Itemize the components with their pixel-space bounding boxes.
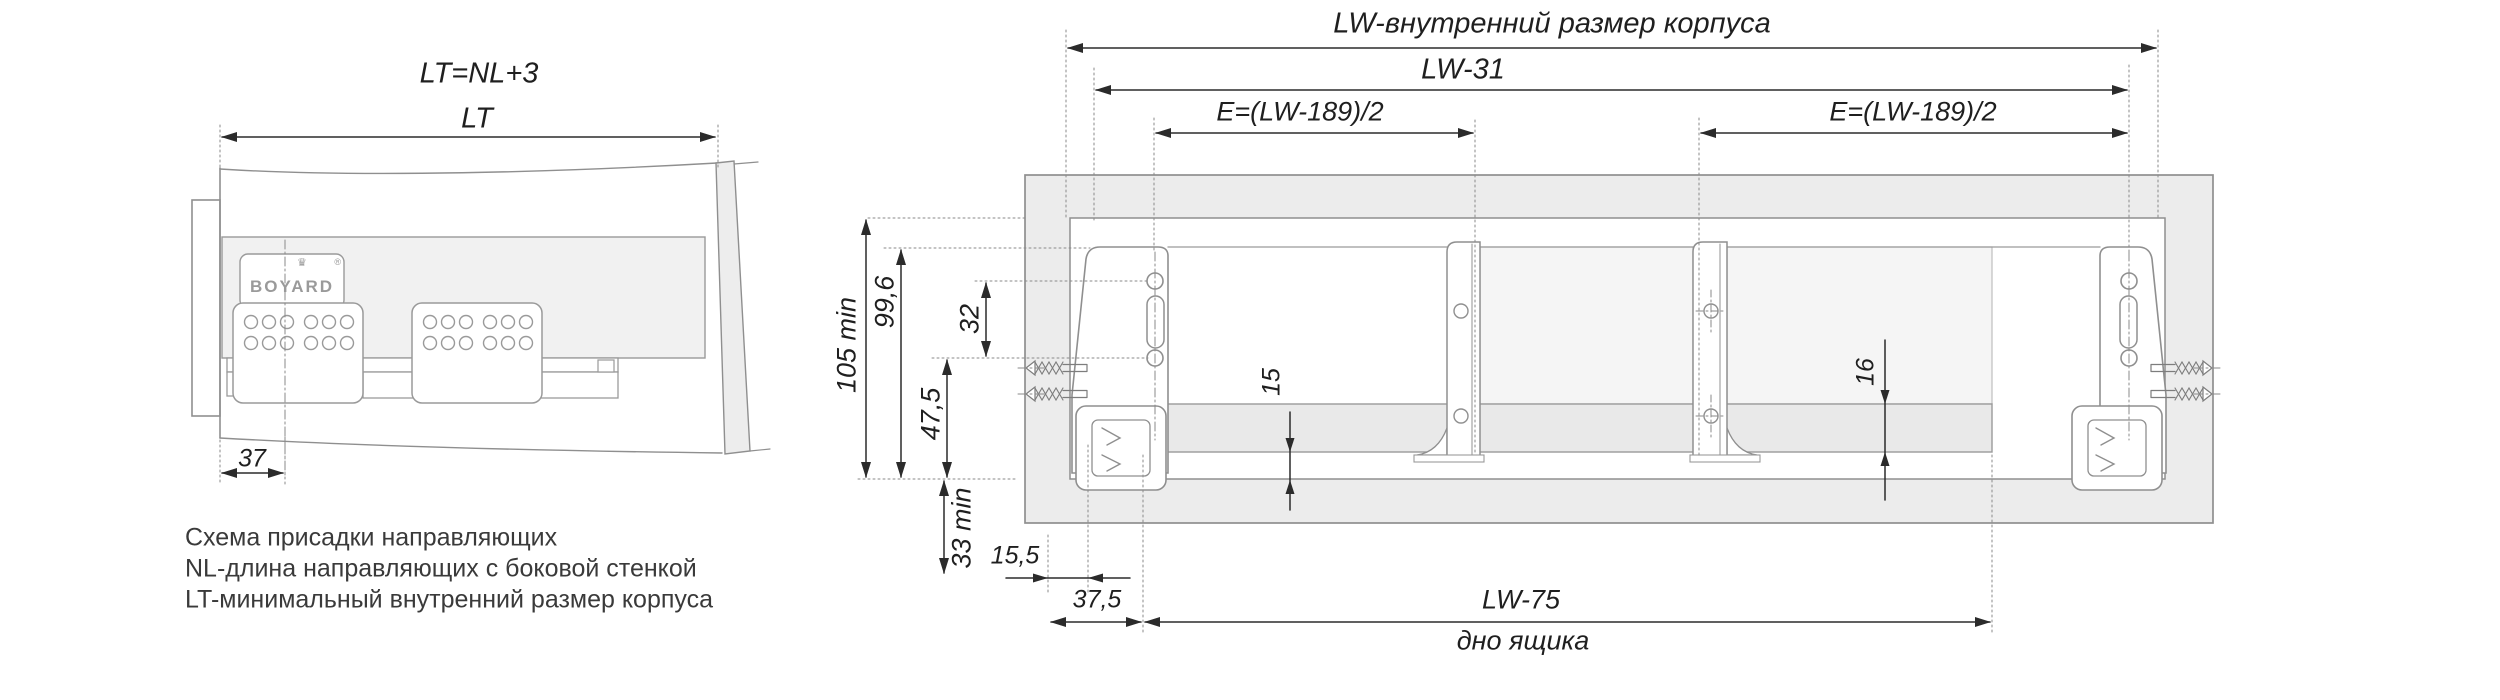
dim-lw31-label: LW-31	[1421, 53, 1505, 86]
hole-centerlines	[1017, 251, 2221, 441]
dim-lw75-label: LW-75	[1481, 584, 1561, 615]
lt-label: LT	[461, 102, 493, 135]
mounting-holes-rear	[422, 314, 534, 351]
drawer-bottom-panel	[1142, 403, 1993, 453]
boyard-logo: ♛ BOYARD ®	[241, 256, 343, 308]
side-view-figure	[191, 124, 771, 485]
right-slide-bracket	[2071, 246, 2167, 491]
dim-15-line	[1285, 411, 1295, 511]
dim-e-right-label: E=(LW-189)/2	[1829, 96, 1997, 127]
extension-lines	[857, 29, 2159, 635]
dim-15-label: 15	[1257, 368, 1286, 396]
dim-105min-label: 105 min	[831, 296, 862, 394]
back-fixing-bracket-right	[1689, 241, 1761, 463]
panel-bottom-edge	[219, 437, 723, 454]
dim-16-label: 16	[1851, 358, 1880, 386]
dim-996-label: 99,6	[869, 275, 900, 329]
back-fixing-bracket-left	[1413, 241, 1485, 463]
dim-16-line	[1880, 339, 1890, 501]
crown-icon: ♛	[297, 257, 307, 269]
dim-155-line	[1005, 573, 1131, 583]
panel-top-edge	[219, 162, 718, 175]
front-section-figure	[857, 29, 2221, 635]
dim-375-label: 37,5	[1072, 585, 1122, 614]
dim-32-label: 32	[954, 303, 985, 335]
drawer-bottom-label: дно ящика	[1456, 625, 1590, 656]
dim-475-label: 47,5	[915, 387, 946, 441]
brand-name: BOYARD	[249, 277, 335, 296]
dim-e-left-label: E=(LW-189)/2	[1216, 96, 1384, 127]
left-slide-bracket	[1071, 246, 1169, 491]
facade-strip	[715, 160, 751, 455]
mounting-holes-front	[243, 314, 355, 351]
dim-33min-label: 33 min	[946, 487, 977, 569]
caption-line-1: Схема присадки направляющих	[185, 523, 558, 552]
registered-mark: ®	[334, 257, 341, 267]
caption-line-2: NL-длина направляющих с боковой стенкой	[185, 554, 697, 583]
dim-155-label: 15,5	[990, 541, 1040, 570]
front-flange	[191, 199, 221, 417]
dimension-lines	[861, 43, 2157, 627]
dim-37-label: 37	[238, 444, 266, 473]
dim-lw-label: LW-внутренний размер корпуса	[1333, 7, 1771, 40]
caption-line-3: LT-минимальный внутренний размер корпуса	[185, 585, 714, 614]
lt-formula-label: LT=NL+3	[419, 57, 539, 90]
